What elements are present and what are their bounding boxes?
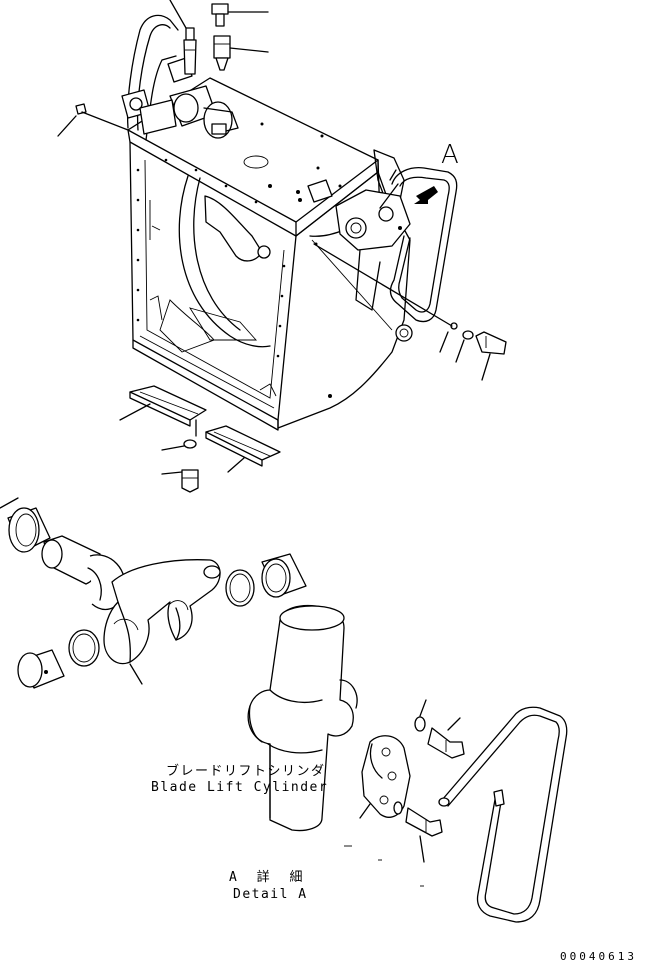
drawing-number: 00040613 bbox=[560, 950, 637, 963]
cylinder-label-en: Blade Lift Cylinder bbox=[151, 780, 329, 795]
detail-a-washer-bottom bbox=[394, 802, 402, 814]
yoke-body bbox=[104, 560, 220, 684]
frame-assembly bbox=[128, 78, 412, 430]
detail-a-tube bbox=[439, 707, 567, 922]
bushing-small-left bbox=[18, 650, 64, 688]
blade-lift-cylinder bbox=[248, 606, 357, 831]
elbow-fitting bbox=[212, 4, 268, 26]
grease-nipple-top bbox=[184, 28, 196, 74]
cylinder-clamp bbox=[308, 150, 457, 322]
swivel-fitting bbox=[140, 86, 238, 138]
wear-plate-2 bbox=[206, 426, 280, 472]
detail-label-en: Detail A bbox=[233, 887, 308, 902]
yoke-shaft bbox=[42, 536, 125, 609]
bushing-large bbox=[8, 508, 50, 552]
detail-a-washer-top bbox=[415, 700, 426, 731]
cylinder-label-jp: ブレードリフトシリンダ bbox=[166, 764, 326, 779]
detail-a-bolt-bottom bbox=[406, 808, 442, 862]
wear-plate-1 bbox=[120, 386, 206, 436]
detail-a-bolt-top bbox=[428, 718, 464, 758]
bolt-bottom bbox=[162, 470, 198, 492]
coupling-fitting bbox=[214, 36, 268, 70]
washer-bottom bbox=[162, 440, 196, 450]
ring-right bbox=[226, 570, 254, 606]
detail-a-clamp bbox=[360, 736, 410, 818]
bolt-right-set bbox=[314, 244, 506, 380]
leader-line bbox=[170, 0, 186, 28]
bushing-right bbox=[262, 554, 306, 597]
bolt-left bbox=[58, 104, 128, 136]
leader-line bbox=[0, 498, 18, 508]
detail-reference-letter: A bbox=[441, 140, 459, 170]
ring-left bbox=[69, 630, 99, 666]
detail-label-jp: A 詳 細 bbox=[229, 870, 309, 885]
